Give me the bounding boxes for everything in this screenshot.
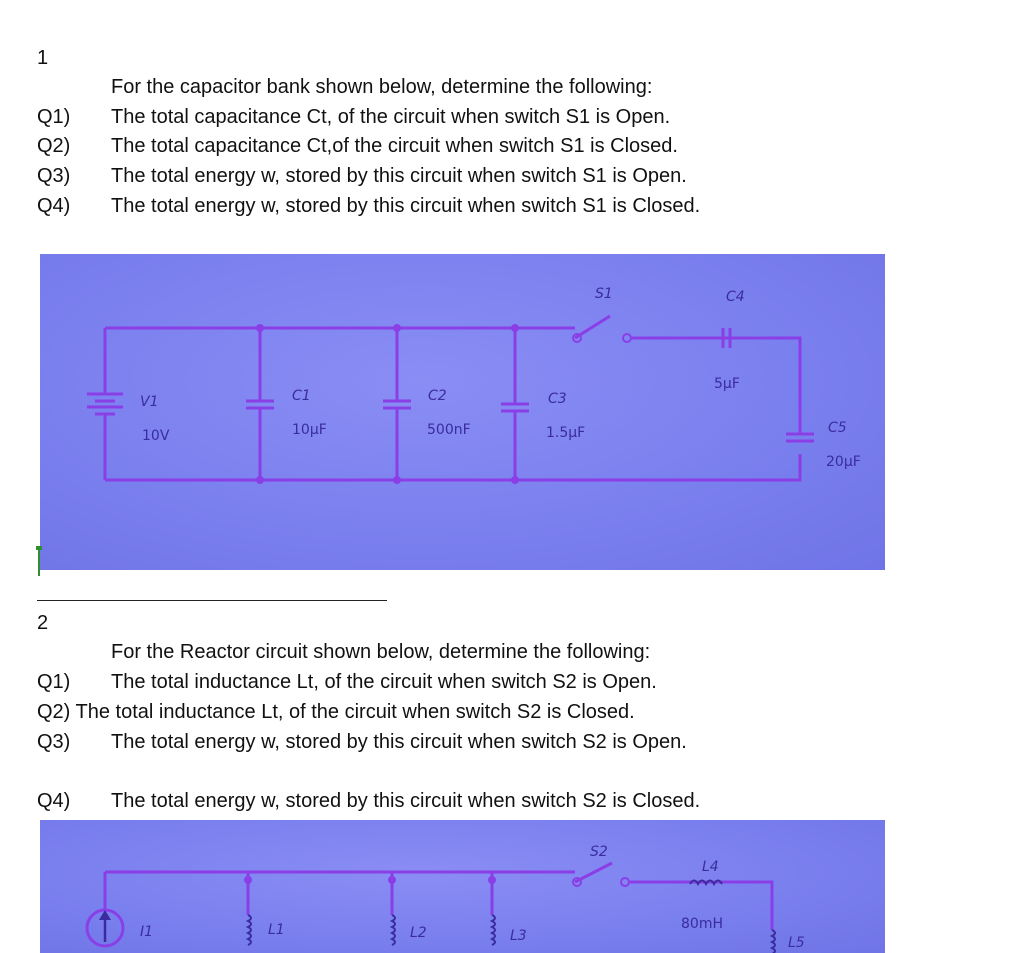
capacitor-circuit-photo: V1 10V C1 10µF C2 500nF C3 1.5µF S1 C4 5…: [40, 254, 885, 570]
c3-value-label: 1.5µF: [546, 425, 585, 441]
inductor-l4-symbol: [689, 879, 723, 887]
p1-q1-text: The total capacitance Ct, of the circuit…: [111, 106, 671, 128]
capacitor-c5-symbol: [786, 432, 814, 443]
p1-q4-text: The total energy w, stored by this circu…: [111, 195, 701, 217]
problem-1-intro: For the capacitor bank shown below, dete…: [111, 76, 653, 98]
p2-q4-text: The total energy w, stored by this circu…: [111, 790, 701, 812]
capacitor-circuit-diagram: V1 10V C1 10µF C2 500nF C3 1.5µF S1 C4 5…: [87, 286, 861, 484]
p1-q1-tag: Q1): [37, 106, 71, 128]
c3-name-label: C3: [548, 391, 567, 407]
capacitor-c2-symbol: [383, 399, 411, 410]
battery-v1-symbol: [87, 392, 123, 416]
c4-name-label: C4: [726, 289, 745, 305]
bottom-wire: [105, 454, 802, 482]
c4-value-label: 5µF: [714, 376, 740, 392]
inductor-l1-symbol: [245, 914, 252, 946]
c5-name-label: C5: [828, 420, 847, 436]
s2-label: S2: [590, 844, 608, 860]
right-top-wire: [630, 336, 802, 434]
c2-name-label: C2: [428, 388, 447, 404]
s1-label: S1: [595, 286, 613, 302]
l4-name-label: L4: [702, 859, 719, 875]
p2-q3-tag: Q3): [37, 731, 71, 753]
problem-2-number: 2: [37, 612, 49, 634]
switch-s1-symbol: [572, 314, 632, 343]
c1-value-label: 10µF: [292, 422, 327, 438]
p1-q3-text: The total energy w, stored by this circu…: [111, 165, 687, 187]
problem-1-number: 1: [37, 47, 49, 69]
section-divider: [37, 600, 387, 601]
capacitor-c4-symbol: [721, 328, 732, 348]
l3-label: L3: [510, 928, 527, 944]
reactor-circuit-photo: I1 L1 L2 L3 S2 L4 80mH L5: [40, 820, 885, 953]
inductor-l3-symbol: [489, 914, 496, 946]
v1-name-label: V1: [140, 394, 158, 410]
p2-q1-text: The total inductance Lt, of the circuit …: [111, 671, 657, 693]
green-marker-icon: [36, 546, 42, 576]
p1-q4-tag: Q4): [37, 195, 71, 217]
capacitor-c1-symbol: [246, 399, 274, 410]
l2-label: L2: [410, 925, 427, 941]
problem-2-intro: For the Reactor circuit shown below, det…: [111, 641, 651, 663]
switch-s2-symbol: [572, 861, 630, 887]
p1-q3-tag: Q3): [37, 165, 71, 187]
i1-label: I1: [140, 924, 153, 940]
p2-q2-text: Q2) The total inductance Lt, of the circ…: [37, 701, 635, 723]
right-wire-2: [630, 880, 774, 920]
p1-q2-tag: Q2): [37, 135, 71, 157]
p2-q3-text: The total energy w, stored by this circu…: [111, 731, 687, 753]
v1-value-label: 10V: [142, 428, 170, 444]
p2-q4-tag: Q4): [37, 790, 71, 812]
c1-name-label: C1: [292, 388, 311, 404]
l4-value-label: 80mH: [681, 916, 723, 932]
l1-label: L1: [268, 922, 285, 938]
capacitor-c3-symbol: [501, 402, 529, 413]
p1-q2-text: The total capacitance Ct,of the circuit …: [111, 135, 678, 157]
inductor-l2-symbol: [389, 914, 396, 946]
p2-q1-tag: Q1): [37, 671, 71, 693]
c5-value-label: 20µF: [826, 454, 861, 470]
reactor-circuit-diagram: I1 L1 L2 L3 S2 L4 80mH L5: [85, 844, 805, 953]
l5-label: L5: [788, 935, 805, 951]
current-source-i1-symbol: [85, 908, 125, 948]
c2-value-label: 500nF: [427, 422, 471, 438]
inductor-l5-symbol: [769, 929, 776, 953]
